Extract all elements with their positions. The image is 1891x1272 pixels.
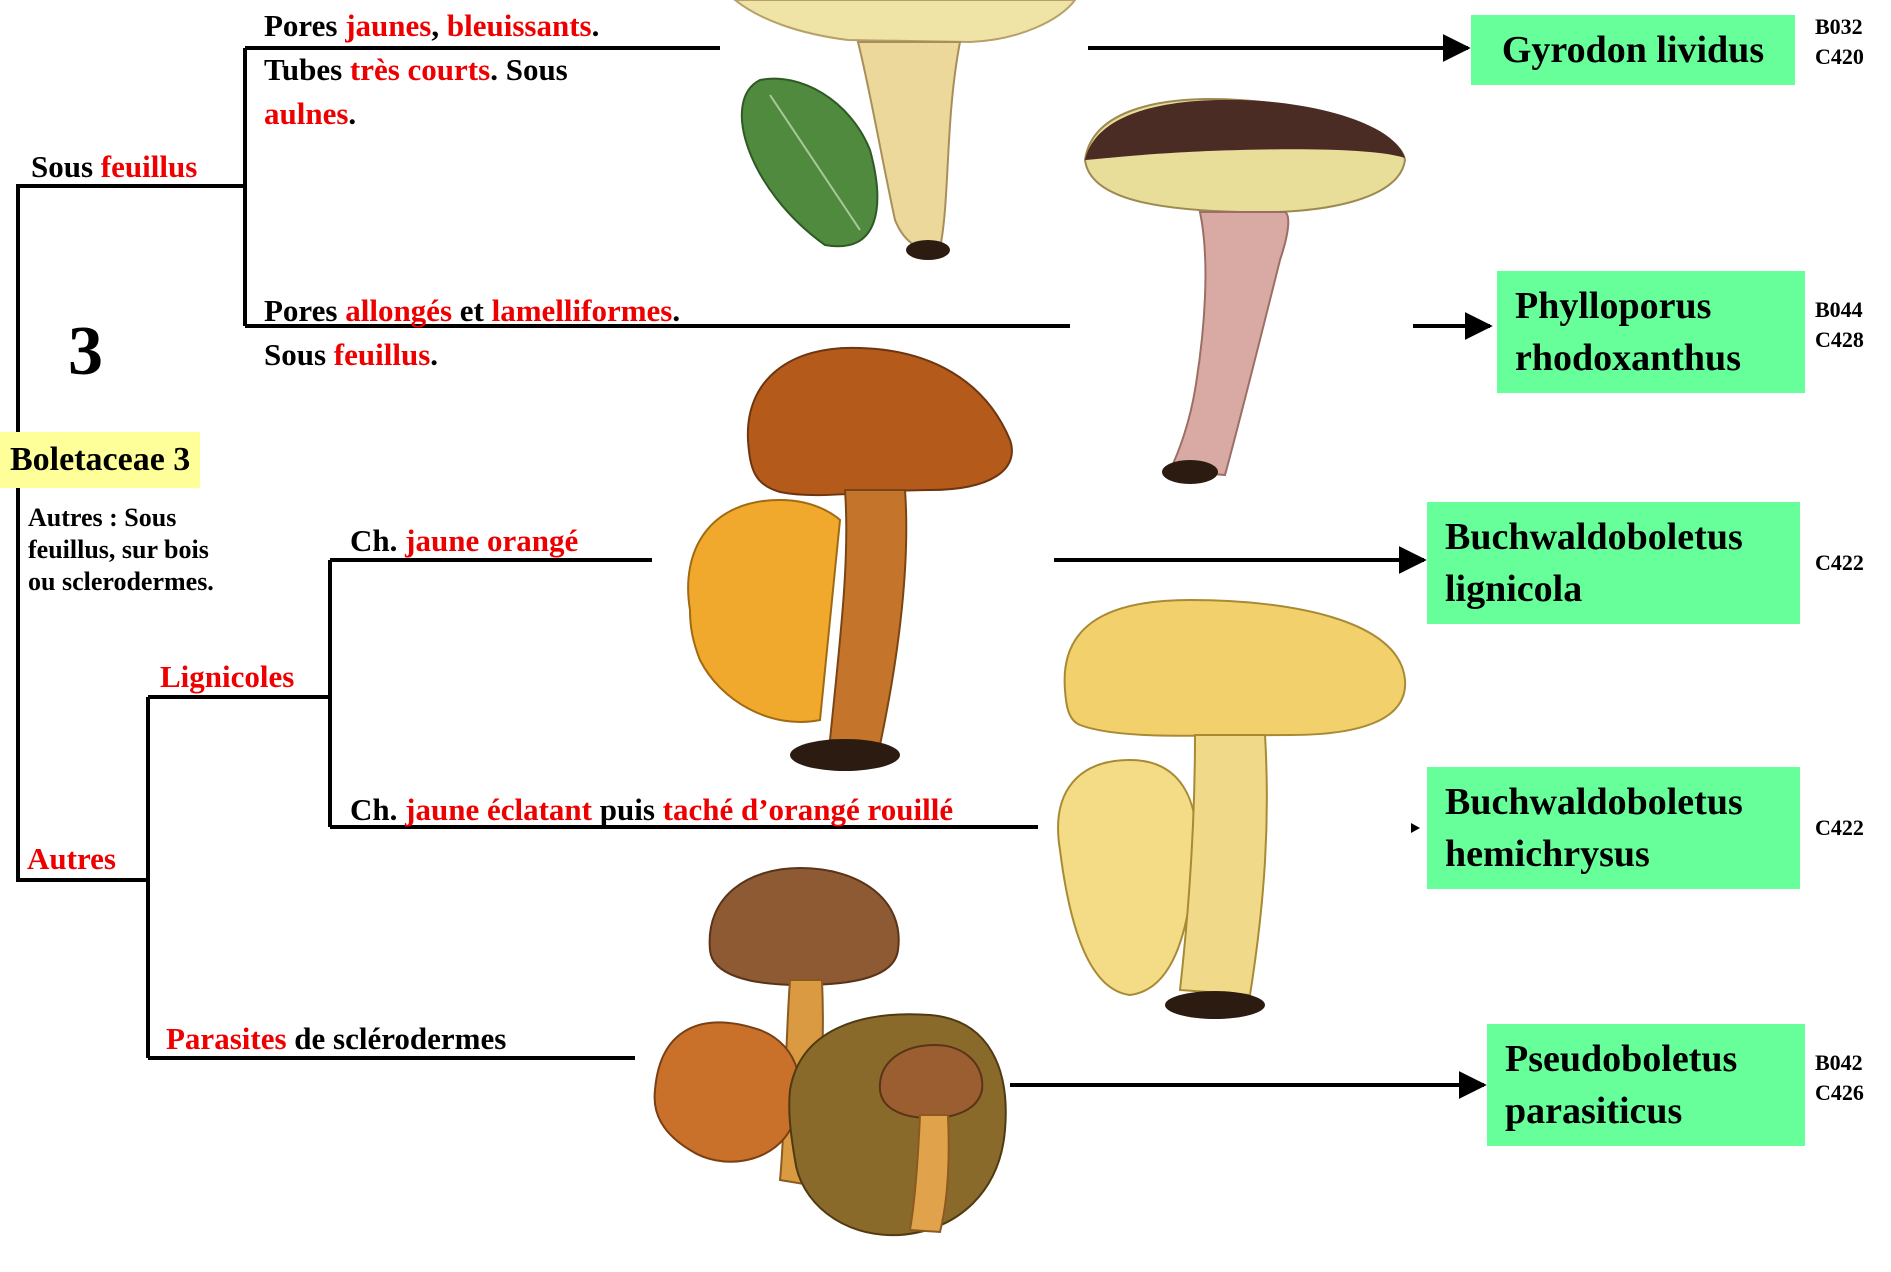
- branch-sous-feuillus: Sous feuillus: [31, 145, 197, 189]
- species-box-pseudoboletus-parasiticus: Pseudoboletus parasiticus: [1487, 1024, 1805, 1146]
- lead-phylloporus: Pores allongés et lamelliformes. Sous fe…: [264, 289, 680, 377]
- lead-line: Pores allongés et lamelliformes.: [264, 289, 680, 333]
- species-name: Gyrodon lividus: [1502, 24, 1764, 76]
- species-box-buchwaldoboletus-hemichrysus: Buchwaldoboletus hemichrysus: [1427, 767, 1800, 889]
- parasiticus-illustration: [655, 868, 1006, 1235]
- lead-line: Tubes très courts. Sous: [264, 48, 599, 92]
- key-number: 3: [68, 312, 103, 392]
- family-label: Boletaceae 3: [0, 432, 200, 488]
- branch-prefix: Sous: [31, 149, 101, 184]
- branch-parasites: Parasites de sclérodermes: [166, 1017, 506, 1061]
- reference-code: B032: [1815, 12, 1864, 42]
- lead-gyrodon: Pores jaunes, bleuissants. Tubes très co…: [264, 4, 599, 136]
- lead-lignicola: Ch. jaune orangé: [350, 519, 578, 563]
- reference-code: B044: [1815, 295, 1864, 325]
- lead-line: Sous feuillus.: [264, 333, 680, 377]
- lead-hemichrysus: Ch. jaune éclatant puis taché d’orangé r…: [350, 788, 953, 832]
- others-note-line: Autres : Sous: [28, 502, 214, 534]
- species-codes: B032 C420: [1815, 12, 1864, 72]
- reference-code: C428: [1815, 325, 1864, 355]
- species-codes: B042 C426: [1815, 1048, 1864, 1108]
- species-codes: C422: [1815, 548, 1864, 578]
- branch-highlight: feuillus: [101, 149, 197, 184]
- species-codes: B044 C428: [1815, 295, 1864, 355]
- reference-code: C422: [1815, 813, 1864, 843]
- species-codes: C422: [1815, 813, 1864, 843]
- species-name: Buchwaldoboletus: [1445, 776, 1743, 828]
- lignicola-illustration: [688, 348, 1012, 771]
- species-name: Pseudoboletus: [1505, 1033, 1737, 1085]
- species-box-phylloporus-rhodoxanthus: Phylloporus rhodoxanthus: [1497, 271, 1805, 393]
- species-name: Buchwaldoboletus: [1445, 511, 1743, 563]
- reference-code: C426: [1815, 1078, 1864, 1108]
- species-name: hemichrysus: [1445, 828, 1650, 880]
- species-name: lignicola: [1445, 563, 1582, 615]
- species-box-buchwaldoboletus-lignicola: Buchwaldoboletus lignicola: [1427, 502, 1800, 624]
- branch-lignicoles: Lignicoles: [160, 655, 294, 699]
- reference-code: C422: [1815, 548, 1864, 578]
- others-note: Autres : Sous feuillus, sur bois ou scle…: [28, 502, 214, 598]
- species-name: parasiticus: [1505, 1085, 1682, 1137]
- lead-line: aulnes.: [264, 92, 599, 136]
- species-name: rhodoxanthus: [1515, 332, 1741, 384]
- species-name: Phylloporus: [1515, 280, 1711, 332]
- reference-code: B042: [1815, 1048, 1864, 1078]
- species-box-gyrodon-lividus: Gyrodon lividus: [1471, 15, 1795, 85]
- others-note-line: ou sclerodermes.: [28, 566, 214, 598]
- gyrodon-illustration: [735, 0, 1075, 260]
- phylloporus-illustration: [1085, 99, 1405, 484]
- branch-suffix: de sclérodermes: [287, 1021, 507, 1056]
- reference-code: C420: [1815, 42, 1864, 72]
- branch-highlight: Parasites: [166, 1021, 287, 1056]
- lead-line: Pores jaunes, bleuissants.: [264, 4, 599, 48]
- hemichrysus-illustration: [1058, 600, 1405, 1019]
- branch-autres: Autres: [27, 837, 116, 881]
- others-note-line: feuillus, sur bois: [28, 534, 214, 566]
